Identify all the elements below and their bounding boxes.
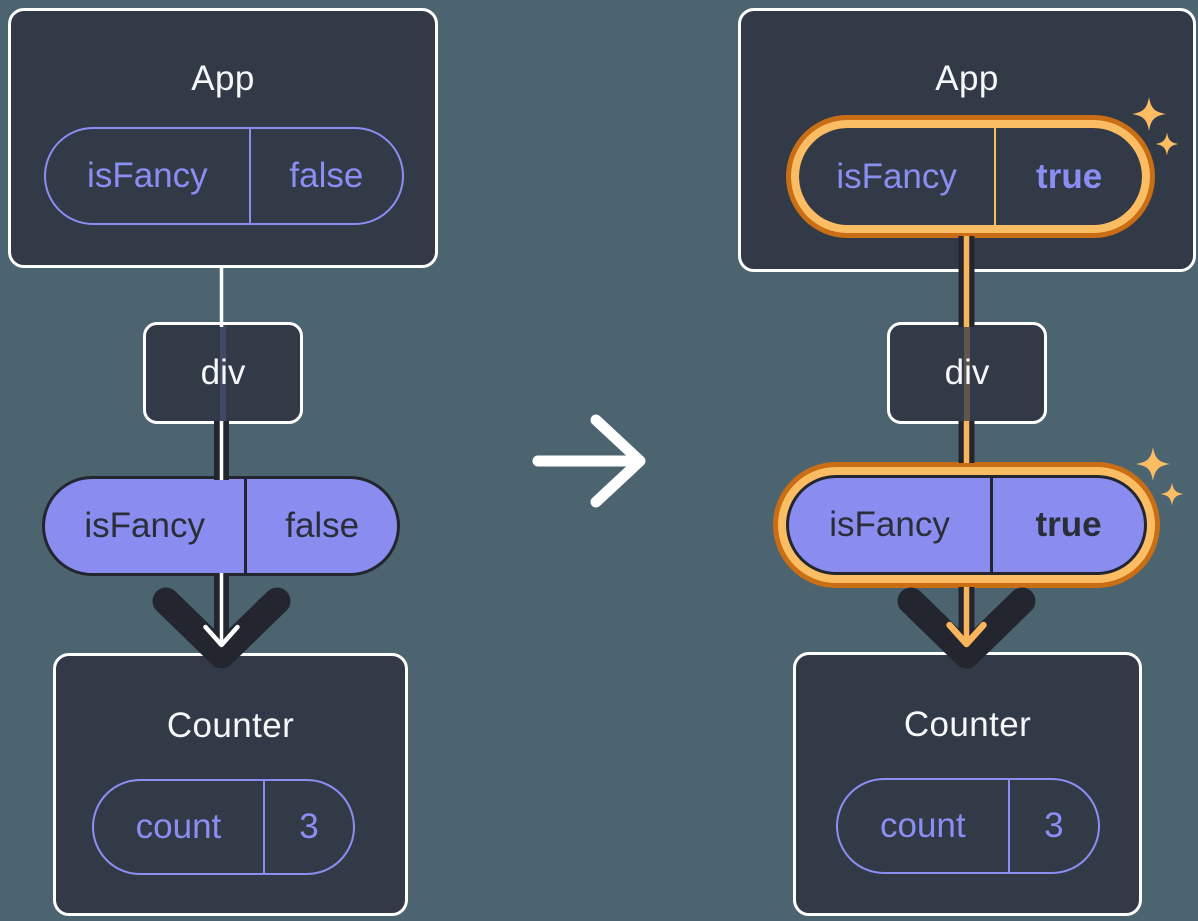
app-card-before: App isFancy false — [8, 8, 438, 268]
div-card-after: div — [887, 322, 1047, 424]
state-name: count — [94, 781, 265, 873]
div-card-before: div — [143, 322, 303, 424]
counter-card-before: Counter count 3 — [53, 653, 408, 916]
counter-state-pill-before: count 3 — [92, 779, 355, 875]
prop-name: isFancy — [799, 128, 997, 225]
state-name: count — [838, 780, 1010, 872]
app-prop-pill-after: isFancy true — [799, 128, 1142, 225]
app-title: App — [935, 59, 999, 98]
pass-through-line — [220, 325, 226, 421]
state-value: 3 — [1044, 806, 1064, 845]
app-prop-pill-before: isFancy false — [44, 127, 404, 225]
counter-card-after: Counter count 3 — [793, 652, 1142, 916]
props-arrow-before — [152, 573, 291, 669]
div-label: div — [200, 353, 246, 392]
app-card-after: App isFancy true — [738, 8, 1196, 272]
passed-prop-pill-before: isFancy false — [42, 476, 400, 576]
prop-value: false — [285, 506, 360, 545]
counter-title: Counter — [166, 706, 295, 745]
counter-title: Counter — [903, 705, 1032, 744]
pass-through-line — [964, 325, 970, 421]
props-arrow-after — [897, 587, 1036, 669]
state-value: 3 — [299, 807, 319, 846]
prop-name: isFancy — [46, 129, 251, 223]
prop-value: true — [1035, 505, 1102, 544]
passed-prop-pill-after: isFancy true — [786, 475, 1147, 575]
prop-name: isFancy — [789, 478, 994, 572]
prop-value: false — [289, 156, 364, 195]
transition-arrow-icon — [532, 414, 646, 508]
div-label: div — [944, 353, 990, 392]
prop-value: true — [1036, 156, 1103, 196]
prop-name: isFancy — [45, 479, 248, 573]
app-title: App — [191, 59, 255, 98]
counter-state-pill-after: count 3 — [836, 778, 1100, 874]
